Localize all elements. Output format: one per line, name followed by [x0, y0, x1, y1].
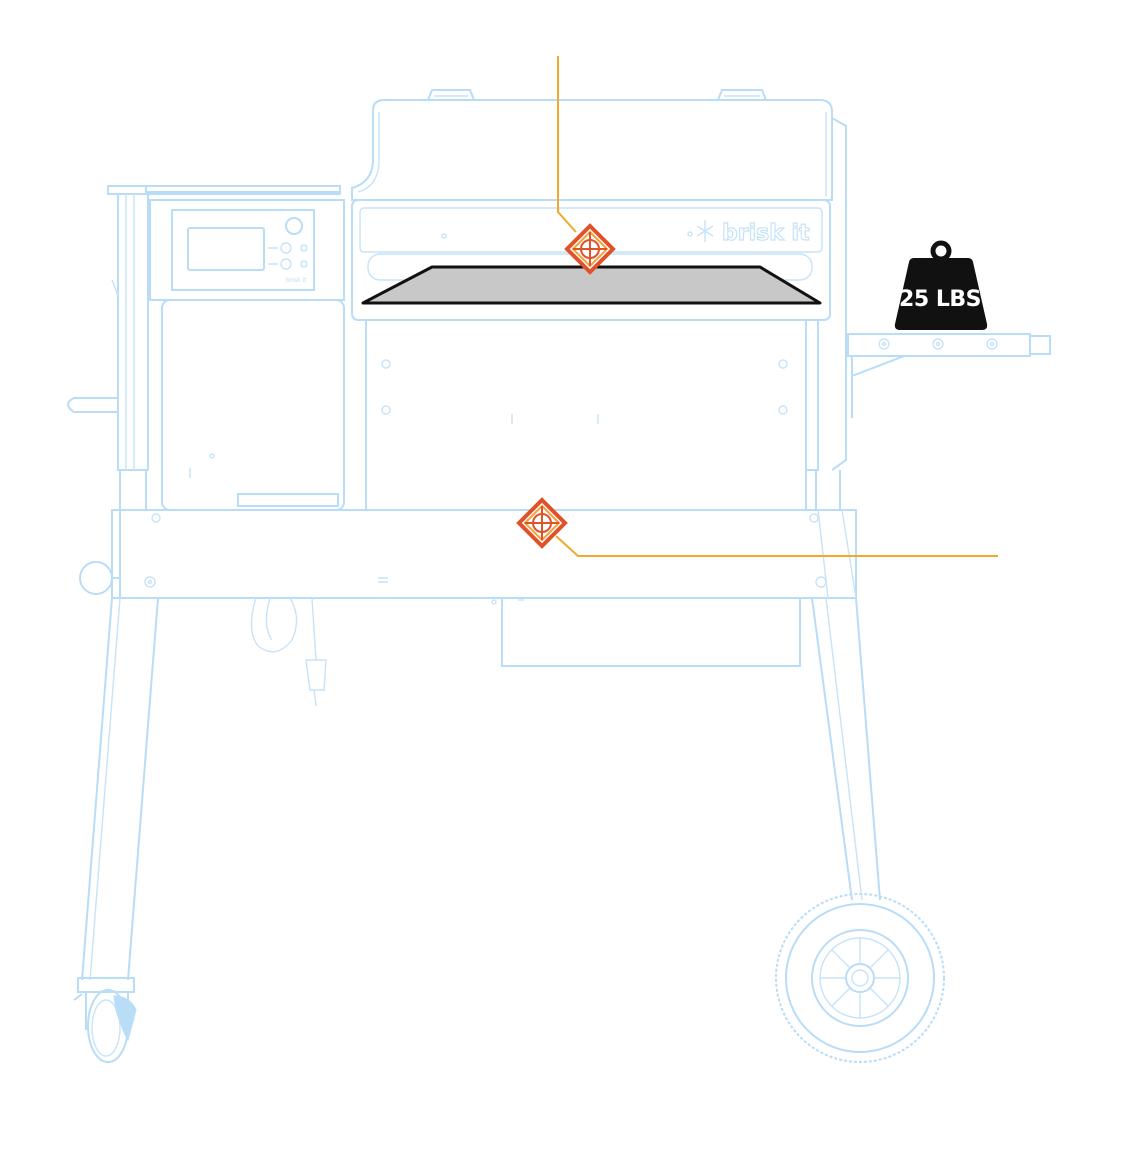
- lid-handle-left: [427, 89, 475, 101]
- diamond-crosshair-icon: [564, 223, 616, 275]
- side-shelf: [847, 333, 1051, 418]
- diamond-crosshair-icon: [516, 497, 568, 549]
- power-cord: [250, 597, 327, 707]
- brand-logo-icon: [696, 220, 714, 242]
- rear-wheel-icon: [775, 893, 945, 1063]
- grill-lid: [351, 89, 847, 471]
- left-leg: [81, 597, 159, 981]
- weight-icon: 25 LBS: [894, 240, 988, 330]
- grease-drawer: [501, 597, 801, 667]
- right-leg: [811, 597, 881, 901]
- weight-label: 25 LBS: [899, 287, 981, 312]
- brand-label: brisk it: [722, 221, 810, 246]
- callout-line-top: [557, 56, 577, 233]
- highlighted-shelf: [361, 265, 822, 305]
- pellet-hopper: [67, 185, 345, 511]
- controller-panel: brisk it: [171, 209, 315, 291]
- lid-handle-right: [717, 89, 767, 101]
- hopper-side-handle: [67, 397, 118, 413]
- caster-wheel-icon: [73, 989, 137, 1063]
- callout-line-bottom: [555, 535, 998, 557]
- cart-frame: [73, 470, 945, 1063]
- front-knob: [79, 561, 113, 595]
- controller-label: brisk it: [286, 277, 307, 284]
